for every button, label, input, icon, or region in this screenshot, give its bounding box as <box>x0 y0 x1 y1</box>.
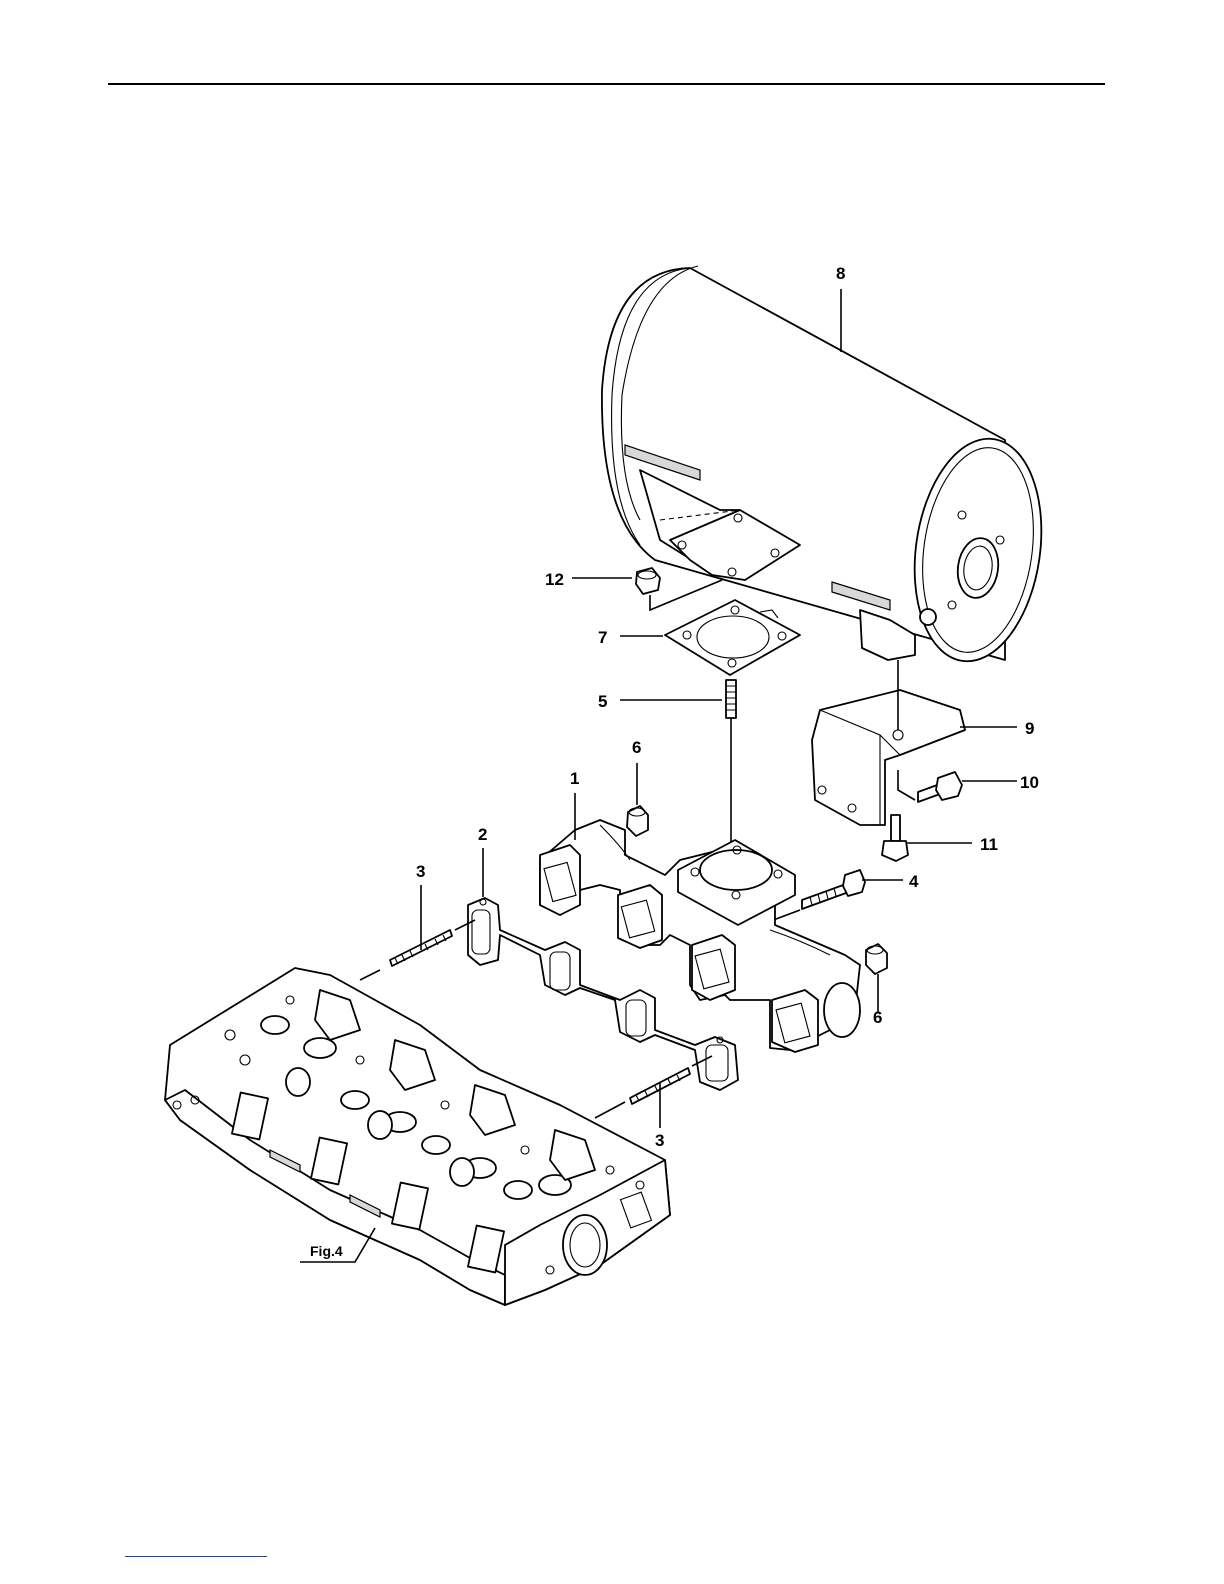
figure-reference: Fig.4 <box>310 1243 343 1259</box>
callout-3-lower: 3 <box>655 1131 664 1150</box>
callout-1: 1 <box>570 769 579 788</box>
callout-7: 7 <box>598 628 607 647</box>
nut-part-6-upper <box>627 806 648 836</box>
cylinder-head-assembly <box>165 968 670 1305</box>
callout-10: 10 <box>1020 773 1039 792</box>
callout-5: 5 <box>598 692 607 711</box>
footer-link-rule <box>125 1556 267 1557</box>
callout-3-upper: 3 <box>416 862 425 881</box>
callout-2: 2 <box>478 825 487 844</box>
callout-4: 4 <box>909 872 919 891</box>
nut-part-6-lower <box>866 944 887 974</box>
muffler-part-8 <box>602 266 1055 670</box>
callout-11: 11 <box>980 835 998 854</box>
bolt-part-10 <box>918 772 962 802</box>
callout-9: 9 <box>1025 719 1034 738</box>
callout-8: 8 <box>836 264 845 283</box>
callout-12: 12 <box>545 570 564 589</box>
callout-6-lower: 6 <box>873 1008 882 1027</box>
exhaust-manifold-part-1 <box>540 820 860 1052</box>
gasket-part-7 <box>665 600 800 675</box>
callout-6-upper: 6 <box>632 738 641 757</box>
stud-part-3-upper <box>360 920 475 980</box>
stud-part-3-lower <box>595 1056 712 1118</box>
